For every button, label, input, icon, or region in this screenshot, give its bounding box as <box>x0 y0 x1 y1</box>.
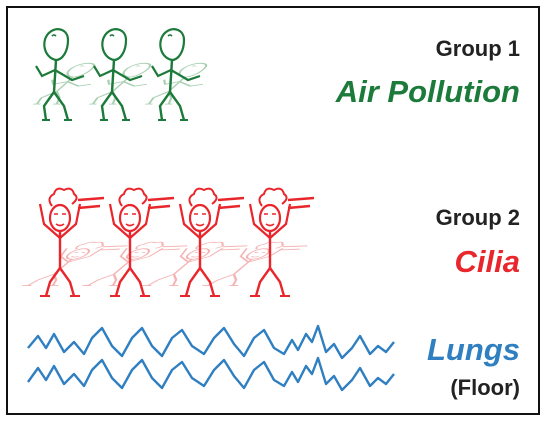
group-2-name: Cilia <box>454 244 520 279</box>
group-2-title: Group 2 <box>435 205 520 230</box>
wavy-lines-icon <box>27 324 395 392</box>
group-1-title: Group 1 <box>435 36 520 61</box>
diagram-frame: Group 1 Air Pollution Group 2 Cilia Lung… <box>6 6 540 415</box>
ghost-figure-icon <box>138 62 226 106</box>
dancing-stick-figure-icon <box>150 27 202 122</box>
diagram-artwork <box>21 27 395 392</box>
group-2-figures <box>21 187 316 298</box>
dancing-stick-figure-icon <box>92 27 144 122</box>
group-1-name: Air Pollution <box>335 74 520 109</box>
group-1-figures <box>26 27 226 122</box>
dancing-stick-figure-icon <box>34 27 86 122</box>
ghost-figure-icon <box>201 240 313 287</box>
floor-note: (Floor) <box>450 375 520 400</box>
floor-name: Lungs <box>427 332 520 367</box>
ghost-figure-icon <box>26 62 114 106</box>
group-2-ghost-figures <box>21 240 313 287</box>
waving-stick-figure-icon <box>108 187 176 298</box>
